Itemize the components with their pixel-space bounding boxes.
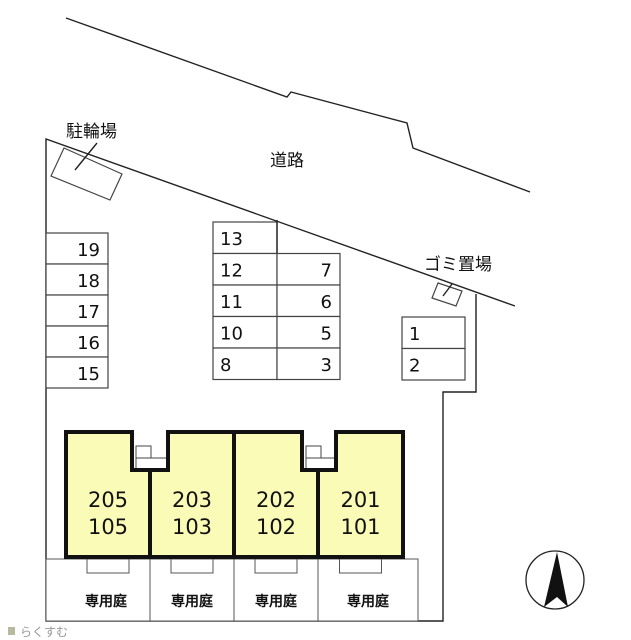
north-arrow-icon xyxy=(525,550,585,610)
parking-number: 17 xyxy=(77,302,100,323)
road-edge xyxy=(65,17,531,193)
watermark: らくすむ xyxy=(8,625,68,639)
parking-space xyxy=(212,252,278,286)
parking-space xyxy=(401,316,466,350)
parking-space xyxy=(212,284,278,318)
unit-201-101 xyxy=(316,430,405,559)
unit-number-lower: 103 xyxy=(172,515,212,539)
yard-label: 専用庭 xyxy=(347,593,390,610)
parking-number: 11 xyxy=(220,292,243,313)
parking-number: 13 xyxy=(220,229,243,250)
parking-space xyxy=(45,294,109,327)
parking-space xyxy=(45,263,109,296)
unit-number-upper: 201 xyxy=(340,488,380,512)
unit-number-lower: 102 xyxy=(256,515,296,539)
leader-line xyxy=(74,142,98,171)
yard-label: 専用庭 xyxy=(171,593,214,610)
lot-boundary xyxy=(45,138,516,622)
unit-number-lower: 101 xyxy=(340,515,380,539)
step xyxy=(339,558,382,574)
parking-number: 15 xyxy=(77,364,100,385)
parking-number: 16 xyxy=(77,333,100,354)
parking-space xyxy=(212,347,278,381)
parking-number: 7 xyxy=(321,261,332,282)
step xyxy=(254,558,298,574)
parking-number: 1 xyxy=(409,324,420,345)
balcony xyxy=(305,445,322,459)
step xyxy=(86,558,130,574)
balcony xyxy=(135,445,152,459)
svg-text:らくすむ: らくすむ xyxy=(20,625,68,639)
step xyxy=(170,558,214,574)
unit-number-lower: 105 xyxy=(88,515,128,539)
unit-number-upper: 202 xyxy=(256,488,296,512)
yard-label: 専用庭 xyxy=(255,593,298,610)
parking-number: 12 xyxy=(220,261,243,282)
garbage-label: ゴミ置場 xyxy=(424,254,492,275)
parking-number: 2 xyxy=(409,356,420,377)
unit-number-upper: 203 xyxy=(172,488,212,512)
road-label: 道路 xyxy=(270,151,304,171)
bicycle-parking-label: 駐輪場 xyxy=(66,122,117,142)
parking-number: 19 xyxy=(77,240,100,261)
parking-number: 6 xyxy=(321,292,332,313)
parking-number: 18 xyxy=(77,271,100,292)
parking-number: 10 xyxy=(220,324,243,345)
parking-space xyxy=(276,347,341,381)
parking-space xyxy=(276,284,341,318)
parking-space xyxy=(401,347,466,381)
parking-number: 8 xyxy=(220,355,231,376)
building: 専用庭 専用庭 専用庭 専用庭 205 105 203 103 202 102 201 101 xyxy=(45,430,419,622)
unit-number-upper: 205 xyxy=(88,488,128,512)
parking-space xyxy=(45,356,109,389)
parking-space xyxy=(276,252,341,286)
parking-number: 5 xyxy=(321,324,332,345)
parking-space xyxy=(212,221,278,255)
yard-label: 専用庭 xyxy=(85,593,128,610)
parking-number: 3 xyxy=(321,355,332,376)
garbage-area xyxy=(431,282,463,307)
bicycle-parking xyxy=(50,147,123,201)
leader-line xyxy=(442,283,453,297)
